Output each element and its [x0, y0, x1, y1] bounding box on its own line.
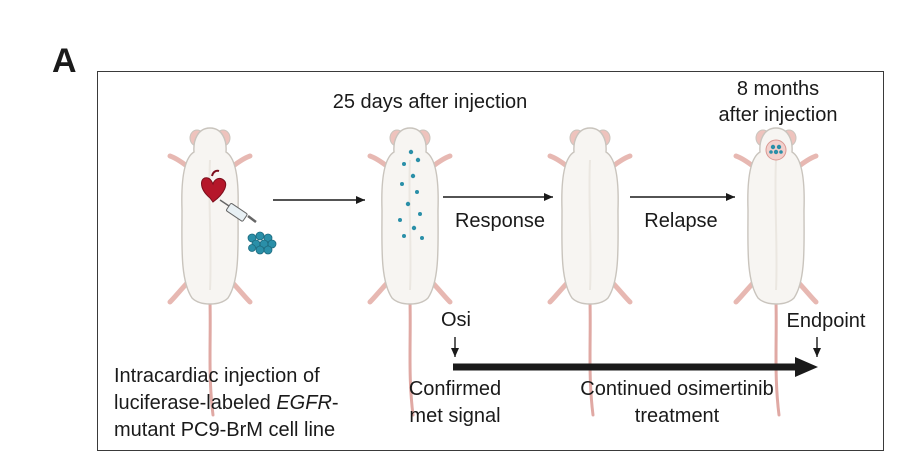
brain-tumor-icon: [765, 139, 787, 161]
mouse-response: [550, 128, 630, 415]
label-continued-osimertinib: Continued osimertinib: [580, 378, 774, 400]
panel-letter: A: [52, 42, 77, 80]
label-25-days: 25 days after injection: [332, 91, 528, 113]
label-injection-line2: luciferase-labeled EGFR-: [114, 391, 339, 415]
label-treatment: treatment: [634, 405, 720, 427]
label-injection-line1: Intracardiac injection of: [114, 365, 320, 387]
heart-icon: [201, 169, 227, 203]
label-egfr: EGFR: [276, 392, 332, 414]
mouse-injection: [170, 128, 277, 415]
label-injection-line2-pre: luciferase-labeled: [114, 392, 277, 414]
label-after-injection: after injection: [718, 104, 838, 126]
label-osi: Osi: [441, 309, 471, 331]
tumor-cells-icon: [247, 231, 277, 255]
label-relapse: Relapse: [644, 210, 718, 232]
syringe-icon: [219, 199, 257, 223]
label-response: Response: [454, 210, 546, 232]
label-met-signal: met signal: [409, 405, 501, 427]
diagram-frame: [97, 71, 884, 451]
label-injection-line2-post: -: [331, 392, 339, 414]
label-confirmed: Confirmed: [408, 378, 502, 400]
label-injection-line3: mutant PC9-BrM cell line: [114, 419, 336, 441]
mouse-metastasis: [370, 128, 450, 415]
metastasis-dots: [398, 149, 424, 240]
mouse-relapse: [736, 128, 816, 415]
label-endpoint: Endpoint: [786, 310, 866, 332]
label-8-months: 8 months: [736, 78, 820, 100]
